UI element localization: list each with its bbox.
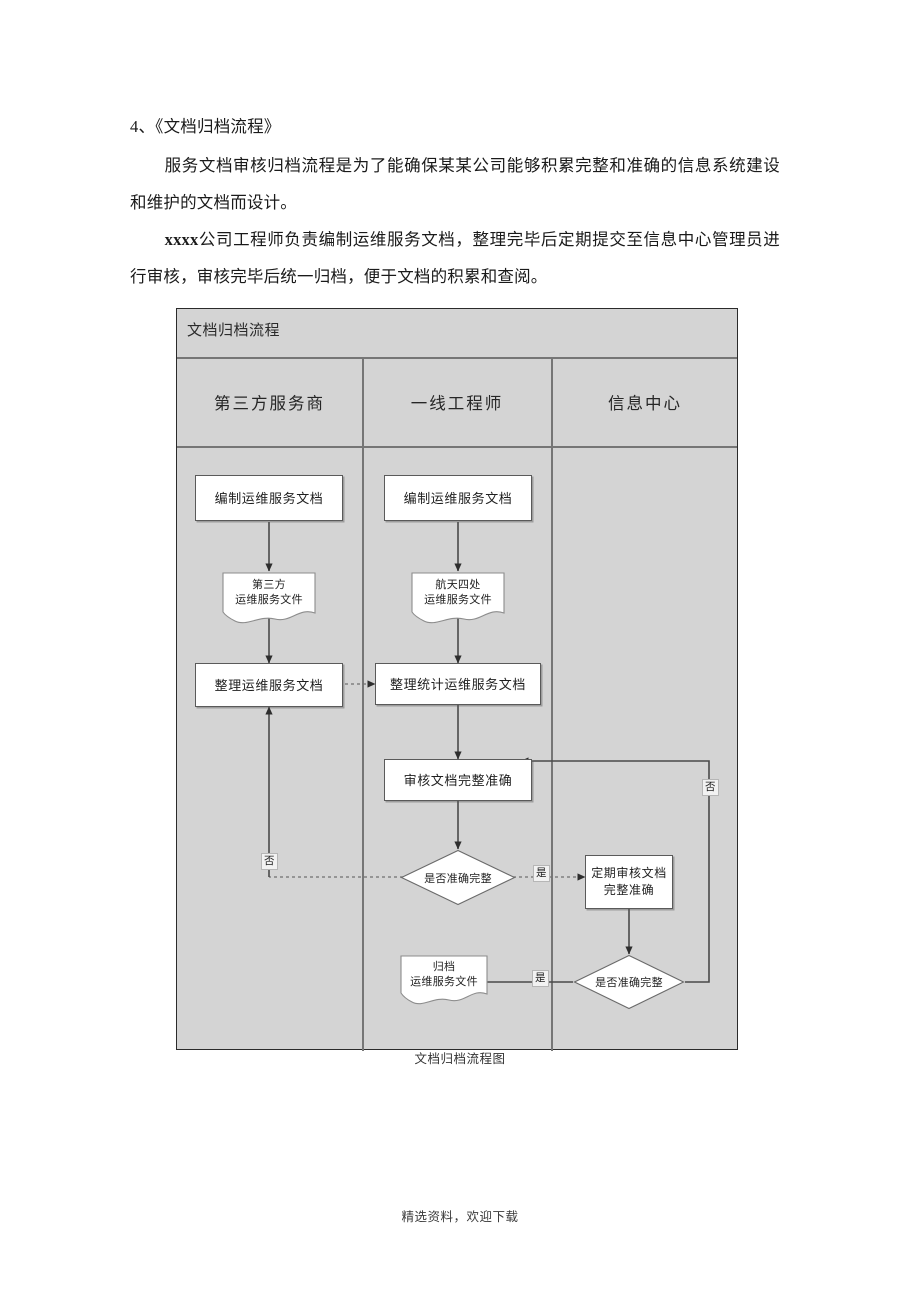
edge-label-yes-bottom: 是 [532,970,549,987]
node-decision-accurate-complete-engineer[interactable]: 是否准确完整 [400,849,516,906]
flowchart-container: 文档归档流程 第三方服务商 一线工程师 信息中心 [176,308,739,1051]
node-label: 是否准确完整 [595,977,663,989]
node-decision-accurate-complete-info-center[interactable]: 是否准确完整 [573,954,685,1010]
node-label-line1: 第三方 [252,579,286,591]
node-label: 第三方 运维服务文件 [235,578,303,620]
node-prepare-ops-doc-engineer[interactable]: 编制运维服务文档 [384,475,532,521]
node-label: 编制运维服务文档 [403,490,513,506]
document-text-block: 4、《文档归档流程》 服务文档审核归档流程是为了能确保某某公司能够积累完整和准确… [130,108,780,295]
node-aerospace-ops-file[interactable]: 航天四处 运维服务文件 [410,571,506,627]
node-label-line2: 运维服务文件 [235,594,303,606]
node-archive-ops-file[interactable]: 归档 运维服务文件 [399,954,489,1008]
node-third-party-ops-file[interactable]: 第三方 运维服务文件 [221,571,317,627]
node-review-doc-completeness[interactable]: 审核文档完整准确 [384,759,532,801]
node-label: 整理统计运维服务文档 [389,676,526,692]
node-label-line1: 定期审核文档 [591,866,667,880]
paragraph-2: xxxx公司工程师负责编制运维服务文档，整理完毕后定期提交至信息中心管理员进行审… [130,221,780,295]
lane-header-info-center: 信息中心 [608,393,682,413]
node-label: 是否准确完整 [424,872,492,885]
node-label-line1: 航天四处 [435,579,481,591]
node-label-line2: 运维服务文件 [410,976,478,988]
node-organize-ops-doc[interactable]: 整理运维服务文档 [195,663,343,707]
section-heading: 4、《文档归档流程》 [130,117,281,136]
node-prepare-ops-doc-third-party[interactable]: 编制运维服务文档 [195,475,343,521]
node-periodic-review-doc[interactable]: 定期审核文档 完整准确 [585,855,673,909]
figure-caption: 文档归档流程图 [414,1052,506,1066]
flowchart-title: 文档归档流程 [187,323,281,339]
node-label-line1: 归档 [432,961,456,973]
node-label: 整理运维服务文档 [214,677,324,693]
edge-label-yes-mid: 是 [533,865,550,882]
node-label-line2: 完整准确 [603,883,655,897]
paragraph-1: 服务文档审核归档流程是为了能确保某某公司能够积累完整和准确的信息系统建设和维护的… [130,156,780,212]
title-divider [177,357,737,359]
node-label: 定期审核文档 完整准确 [591,865,667,899]
node-label-line2: 运维服务文件 [424,594,492,606]
paragraph-2-prefix: xxxx [164,230,199,249]
lane-header-divider [177,446,737,448]
paragraph-2-body: 公司工程师负责编制运维服务文档，整理完毕后定期提交至信息中心管理员进行审核，审核… [130,230,780,286]
node-label: 航天四处 运维服务文件 [424,578,492,620]
lane-divider-1 [362,357,364,1051]
node-organize-statistics-ops-doc[interactable]: 整理统计运维服务文档 [375,663,541,705]
lane-header-third-party: 第三方服务商 [214,393,325,413]
edge-label-no-left: 否 [261,853,278,870]
lane-divider-2 [551,357,553,1051]
lane-header-frontline-engineer: 一线工程师 [410,393,504,413]
node-label: 编制运维服务文档 [214,490,324,506]
node-label: 归档 运维服务文件 [410,960,478,1002]
node-label: 审核文档完整准确 [403,772,513,788]
edge-label-no-right: 否 [702,779,719,796]
flowchart-connectors [177,309,739,1051]
page-footer: 精选资料，欢迎下载 [401,1210,519,1224]
